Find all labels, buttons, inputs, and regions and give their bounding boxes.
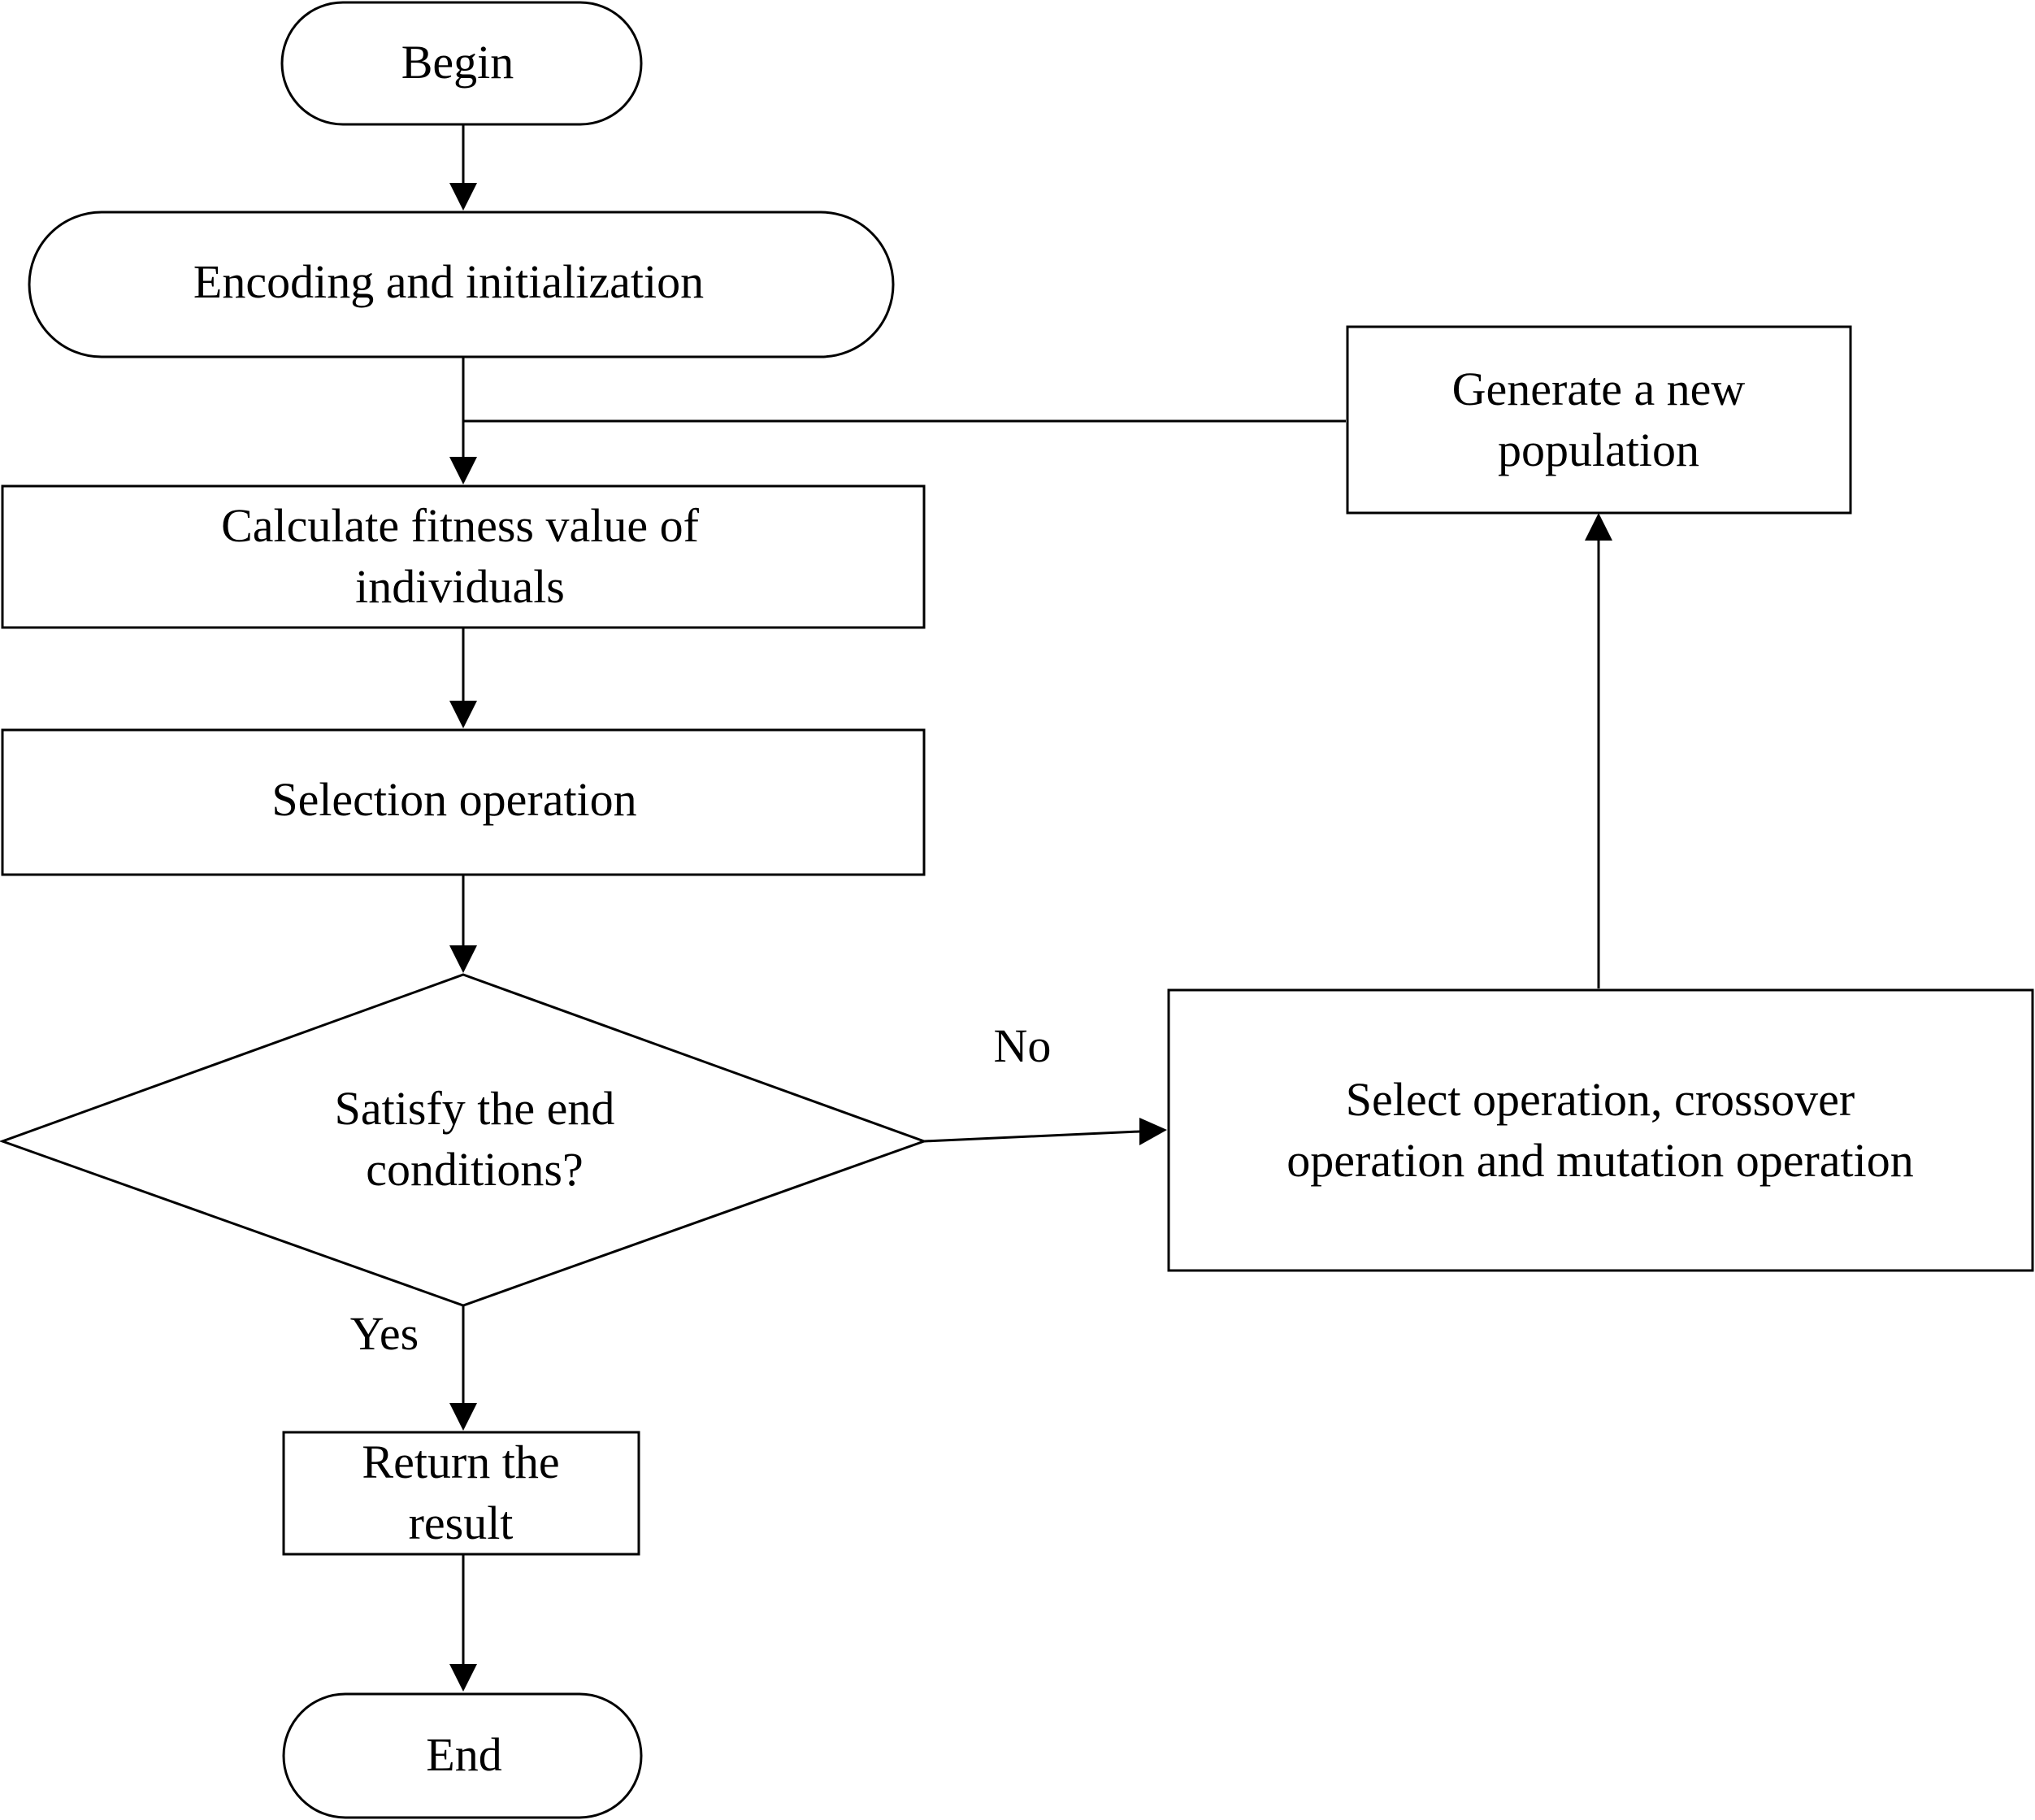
node-end: End: [282, 1692, 643, 1819]
node-begin: Begin: [280, 1, 643, 126]
node-new-population-label-line-1: Generate a new: [1452, 363, 1746, 415]
node-result: Return the result: [282, 1431, 640, 1556]
arrowhead-decision-to-genetic-ops: [1139, 1118, 1167, 1145]
node-genetic-ops-shape: [1167, 988, 2034, 1272]
node-result-shape: [282, 1431, 640, 1556]
node-result-label-line-2: result: [409, 1496, 514, 1549]
node-decision-shape: [0, 973, 928, 1307]
edge-label-yes: Yes: [350, 1307, 419, 1360]
node-new-population-label-line-2: population: [1498, 424, 1699, 476]
node-genetic-ops-label-line-1: Select operation, crossover: [1346, 1073, 1855, 1126]
arrowhead-result-to-end: [449, 1664, 477, 1692]
arrowhead-genetic-ops-to-new-population: [1585, 513, 1612, 541]
arrowhead-begin-to-encoding: [449, 183, 477, 211]
node-fitness-label-line-2: individuals: [355, 560, 565, 613]
arrowhead-fitness-to-selection: [449, 701, 477, 728]
node-selection-shape: [1, 728, 926, 876]
node-end-shape: [282, 1692, 643, 1819]
edge-label-no: No: [994, 1019, 1052, 1072]
node-begin-label: Begin: [401, 36, 514, 89]
node-decision: Satisfy the end conditions?: [0, 973, 928, 1307]
node-new-population: Generate a new population: [1346, 325, 1852, 515]
node-new-population-shape: [1346, 325, 1852, 515]
node-fitness-shape: [1, 484, 926, 629]
node-begin-shape: [280, 1, 643, 126]
node-selection-label: Selection operation: [271, 773, 636, 826]
edge-decision-to-genetic-ops: [923, 1130, 1140, 1143]
node-encoding-shape: [28, 211, 895, 358]
node-selection: Selection operation: [1, 728, 926, 876]
node-fitness: Calculate fitness value of individuals: [1, 484, 926, 629]
connectors: [449, 124, 1612, 1692]
node-result-label-line-1: Return the: [362, 1436, 559, 1488]
node-end-label: End: [426, 1728, 501, 1781]
arrowhead-decision-to-result: [449, 1403, 477, 1431]
node-fitness-label-line-1: Calculate fitness value of: [221, 499, 700, 552]
node-encoding: Encoding and initialization: [28, 211, 895, 358]
node-encoding-label: Encoding and initialization: [193, 255, 704, 308]
node-decision-label-line-2: conditions?: [366, 1143, 583, 1196]
node-decision-label-line-1: Satisfy the end: [335, 1082, 615, 1135]
node-genetic-ops-label-line-2: operation and mutation operation: [1287, 1134, 1914, 1187]
node-genetic-ops: Select operation, crossover operation an…: [1167, 988, 2034, 1272]
arrowhead-selection-to-decision: [449, 945, 477, 973]
arrowhead-encoding-to-fitness: [449, 457, 477, 484]
